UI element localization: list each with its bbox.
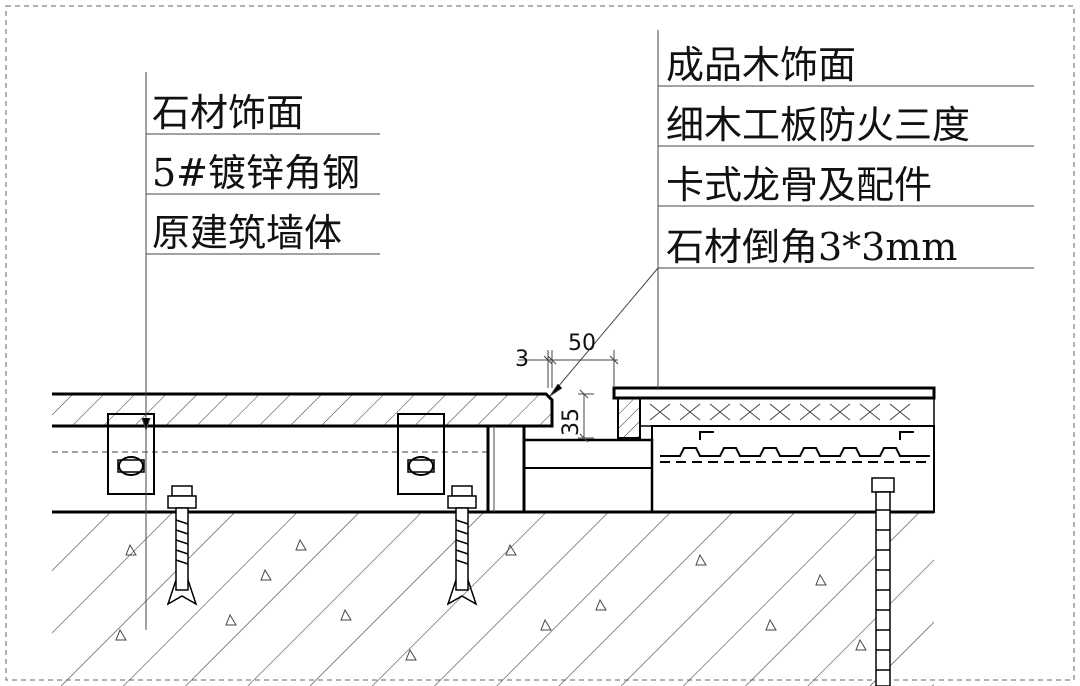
plywood-marks xyxy=(649,403,911,421)
stone-return xyxy=(486,424,526,514)
label-chamfer: 石材倒角3*3mm xyxy=(666,225,957,269)
drawing-frame xyxy=(5,5,1075,681)
dim-height: 35 xyxy=(559,408,584,436)
label-wood-facing: 成品木饰面 xyxy=(666,43,856,87)
keel-profile xyxy=(660,431,930,463)
label-stone-facing: 石材饰面 xyxy=(152,91,304,135)
dim-width: 50 xyxy=(568,331,596,356)
label-keel: 卡式龙骨及配件 xyxy=(666,163,932,207)
right-leader xyxy=(549,30,1034,397)
stone-facing xyxy=(52,392,554,428)
expansion-bolt-1 xyxy=(166,485,198,606)
dimension-lines xyxy=(518,350,619,443)
aggregate-marks xyxy=(115,538,867,661)
angle-bracket-2 xyxy=(397,413,445,495)
expansion-bolt-2 xyxy=(446,485,478,606)
label-building-wall: 原建筑墙体 xyxy=(152,211,342,255)
wood-facing xyxy=(612,386,936,513)
wood-block xyxy=(522,438,654,514)
left-leader xyxy=(141,72,380,630)
label-blockboard: 细木工板防火三度 xyxy=(666,103,970,147)
angle-bracket-1 xyxy=(107,413,155,495)
label-angle-steel: 5#镀锌角钢 xyxy=(152,151,360,195)
dim-gap: 3 xyxy=(515,347,529,372)
anchor-rod xyxy=(871,477,895,686)
